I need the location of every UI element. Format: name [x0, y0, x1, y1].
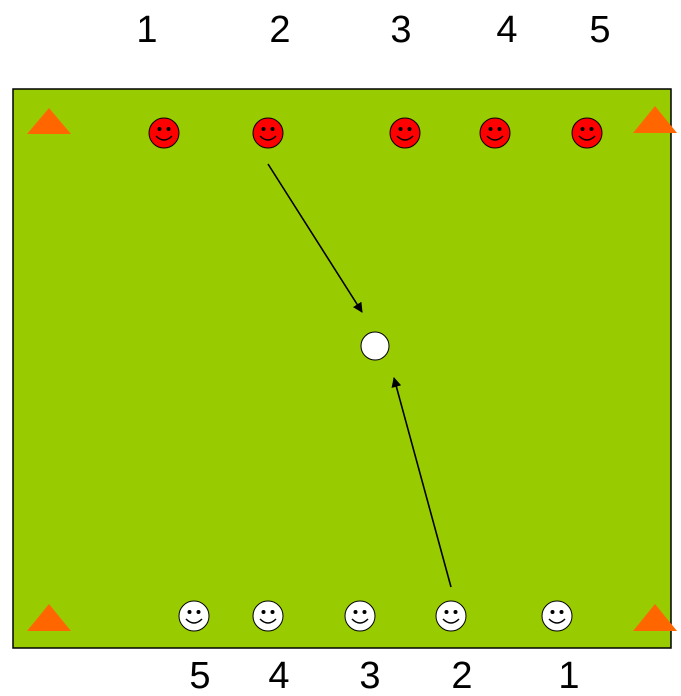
bottom-number-labels: 5 4 3 2 1 [189, 655, 579, 696]
top-number-3: 3 [390, 9, 411, 51]
white-smiley-face-icon-5 [178, 600, 210, 632]
top-number-4: 4 [496, 9, 517, 51]
white-smiley-face-icon-4 [252, 600, 284, 632]
playing-field [12, 88, 672, 649]
bottom-number-2: 2 [451, 655, 472, 696]
top-number-2: 2 [269, 9, 290, 51]
bottom-number-5: 5 [189, 655, 210, 696]
arrow-white-2-to-ball [391, 377, 452, 588]
red-team [148, 117, 603, 149]
orange-triangle-cone-icon-top-right [633, 106, 677, 133]
white-team [178, 600, 573, 632]
red-smiley-face-icon-4 [479, 117, 511, 149]
arrow-red-2-to-ball [267, 163, 363, 313]
orange-triangle-cone-icon-bottom-left [27, 604, 71, 631]
top-number-labels: 1 2 3 4 5 [136, 9, 610, 51]
red-smiley-face-icon-1 [148, 117, 180, 149]
white-smiley-face-icon-3 [344, 600, 376, 632]
white-smiley-face-icon-2 [435, 600, 467, 632]
top-number-5: 5 [589, 9, 610, 51]
red-smiley-face-icon-2 [252, 117, 284, 149]
cones [27, 106, 677, 631]
white-circle-ball-icon [360, 331, 390, 361]
top-number-1: 1 [136, 9, 157, 51]
bottom-number-4: 4 [268, 655, 289, 696]
red-smiley-face-icon-3 [389, 117, 421, 149]
orange-triangle-cone-icon-top-left [27, 108, 71, 134]
red-smiley-face-icon-5 [571, 117, 603, 149]
orange-triangle-cone-icon-bottom-right [633, 604, 677, 631]
bottom-number-3: 3 [359, 655, 380, 696]
white-smiley-face-icon-1 [541, 600, 573, 632]
bottom-number-1: 1 [558, 655, 579, 696]
